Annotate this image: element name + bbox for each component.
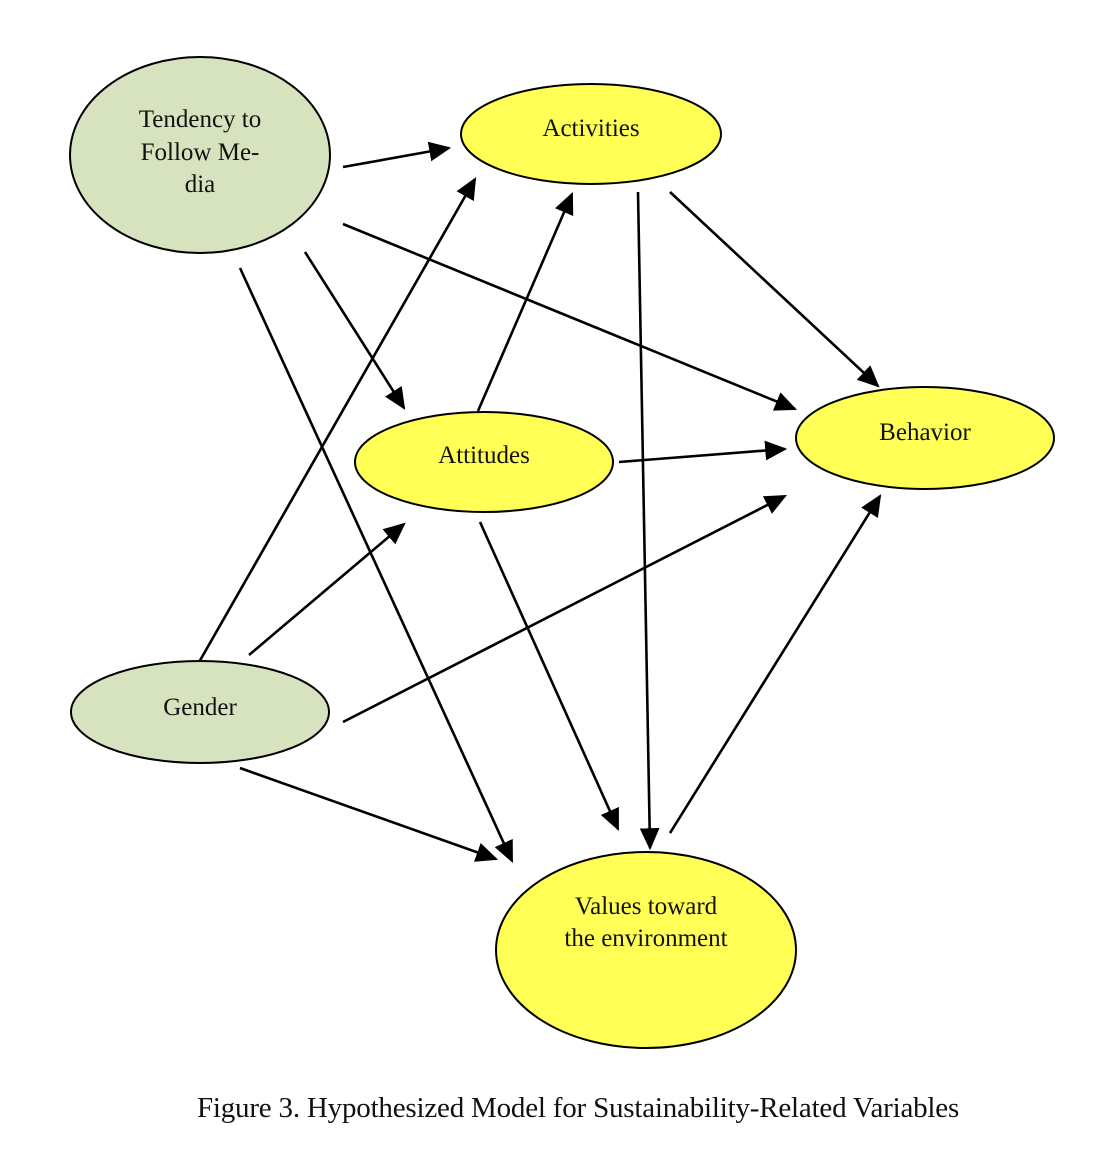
arrow-attitudes-to-activities bbox=[476, 191, 574, 412]
arrow-values-to-behavior bbox=[668, 494, 882, 834]
arrow-media-to-activities bbox=[342, 141, 452, 169]
arrow-activities-to-behavior bbox=[669, 191, 880, 388]
edges-layer bbox=[196, 141, 882, 863]
node-media: Tendency to Follow Me-dia bbox=[69, 56, 331, 254]
nodes-layer: Tendency to Follow Me-dia ActivitiesAttitu… bbox=[69, 56, 1055, 1049]
arrow-gender-to-values bbox=[239, 766, 499, 862]
node-activities: Activities bbox=[460, 83, 722, 185]
arrow-attitudes-to-behavior bbox=[618, 440, 788, 464]
node-label-media: Tendency to bbox=[139, 106, 262, 133]
arrow-attitudes-to-values bbox=[478, 521, 620, 832]
node-label-gender: Gender bbox=[163, 694, 237, 721]
arrow-activities-to-values bbox=[636, 191, 660, 851]
node-label-media: dia bbox=[185, 171, 216, 198]
arrow-media-to-values bbox=[238, 267, 514, 863]
node-label-media: Follow Me- bbox=[141, 139, 260, 166]
node-label-activities: Activities bbox=[542, 115, 639, 142]
node-ellipse-activities bbox=[460, 83, 722, 185]
node-values: Values toward the environment bbox=[495, 851, 797, 1049]
node-attitudes: Attitudes bbox=[354, 411, 614, 513]
arrow-gender-to-behavior bbox=[342, 494, 787, 724]
node-ellipse-gender bbox=[70, 660, 330, 764]
node-ellipse-values bbox=[495, 851, 797, 1049]
node-ellipse-behavior bbox=[795, 386, 1055, 490]
node-label-attitudes: Attitudes bbox=[438, 442, 530, 469]
arrow-gender-to-attitudes bbox=[248, 522, 406, 656]
node-ellipse-attitudes bbox=[354, 411, 614, 513]
figure-caption: Figure 3. Hypothesized Model for Sustain… bbox=[196, 1092, 960, 1124]
node-behavior: Behavior bbox=[795, 386, 1055, 490]
arrow-gender-to-activities bbox=[196, 177, 477, 665]
node-ellipse-media bbox=[69, 56, 331, 254]
node-label-values: the environment bbox=[564, 925, 727, 952]
node-gender: Gender bbox=[70, 660, 330, 764]
arrow-media-to-attitudes bbox=[303, 251, 406, 410]
node-label-behavior: Behavior bbox=[879, 419, 971, 446]
node-label-values: Values toward bbox=[575, 893, 718, 920]
arrow-media-to-behavior bbox=[342, 222, 798, 411]
